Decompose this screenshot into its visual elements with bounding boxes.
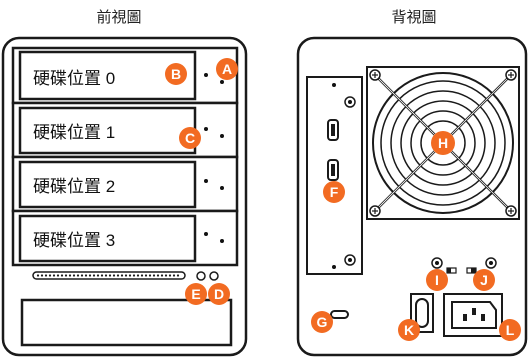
vent-dot [36, 274, 40, 277]
drive-bay-0-label: 硬碟位置 0 [33, 69, 115, 88]
vent-dot [164, 274, 168, 277]
vent-dot [140, 274, 144, 277]
drive-bay-1: 硬碟位置 1 [11, 101, 239, 159]
fan-screws [369, 69, 517, 217]
vent-dot [100, 274, 104, 277]
vent-dot [128, 274, 132, 277]
marker-e: E [185, 283, 207, 305]
marker-b: B [165, 63, 187, 85]
front-view-title: 前視圖 [96, 9, 141, 26]
vent-dot [116, 274, 120, 277]
vent-dot [168, 274, 172, 277]
drive-bay-3: 硬碟位置 3 [11, 209, 239, 267]
drive-bay-2: 硬碟位置 2 [11, 155, 239, 213]
vent-dot [112, 274, 116, 277]
cooling-fan [366, 66, 520, 220]
vent-dot [56, 274, 60, 277]
vent-dot [124, 274, 128, 277]
svg-text:I: I [435, 272, 439, 288]
svg-text:C: C [185, 130, 195, 146]
drive-bay-1-label: 硬碟位置 1 [33, 123, 115, 142]
vent-dot [144, 274, 148, 277]
vent-dot [156, 274, 160, 277]
svg-text:E: E [191, 286, 200, 302]
vent-dot [108, 274, 112, 277]
dip-switch-i [446, 267, 457, 274]
vent-dot [176, 274, 180, 277]
vent-dot [152, 274, 156, 277]
vent-dot [52, 274, 56, 277]
vent-dot [64, 274, 68, 277]
svg-text:A: A [222, 61, 232, 77]
marker-h: H [431, 131, 455, 155]
svg-text:J: J [480, 272, 488, 288]
vent-dot [72, 274, 76, 277]
marker-f: F [323, 181, 345, 203]
vent-dot [160, 274, 164, 277]
marker-d: D [208, 283, 230, 305]
svg-text:L: L [506, 322, 515, 338]
marker-i: I [426, 269, 448, 291]
vent-dot [76, 274, 80, 277]
svg-text:D: D [214, 286, 224, 302]
svg-text:K: K [404, 322, 414, 338]
vent-dot [148, 274, 152, 277]
vent-dot [68, 274, 72, 277]
marker-l: L [499, 319, 521, 341]
svg-text:G: G [317, 314, 328, 330]
drive-bay-0: 硬碟位置 0 [11, 46, 239, 105]
svg-text:F: F [330, 184, 339, 200]
marker-g: G [311, 311, 333, 333]
vent-dot [104, 274, 108, 277]
svg-text:B: B [171, 66, 181, 82]
back-view [296, 36, 528, 357]
marker-c: C [179, 127, 201, 149]
usb-port-upper [327, 119, 339, 141]
vent-dot [136, 274, 140, 277]
drive-bay-3-label: 硬碟位置 3 [33, 231, 115, 250]
marker-j: J [473, 269, 495, 291]
front-bottom-panel [20, 298, 233, 347]
back-view-title: 背視圖 [391, 9, 436, 26]
vent-dot [88, 274, 92, 277]
marker-a: A [216, 58, 238, 80]
vent-dot [48, 274, 52, 277]
vent-dot [44, 274, 48, 277]
svg-text:H: H [438, 135, 448, 151]
vent-dot [80, 274, 84, 277]
front-view: 硬碟位置 0 硬碟位置 1 硬碟位置 2 硬碟位置 3 [1, 36, 248, 357]
marker-k: K [398, 319, 420, 341]
dip-switch-j [466, 267, 477, 274]
vent-dot [96, 274, 100, 277]
front-led-right [209, 271, 219, 281]
vent-dot [84, 274, 88, 277]
callout-markers: A B C D E F G H [165, 58, 521, 341]
usb-port-lower [327, 159, 339, 181]
front-led-left [196, 271, 206, 281]
vent-dot [40, 274, 44, 277]
vent-dot [132, 274, 136, 277]
power-inlet [443, 293, 503, 337]
vent-dot [92, 274, 96, 277]
vent-dot [120, 274, 124, 277]
vent-dots [36, 274, 180, 277]
vent-dot [172, 274, 176, 277]
power-switch [410, 293, 434, 333]
drive-bay-2-label: 硬碟位置 2 [33, 177, 115, 196]
vent-dot [60, 274, 64, 277]
kensington-lock-slot [330, 310, 349, 319]
